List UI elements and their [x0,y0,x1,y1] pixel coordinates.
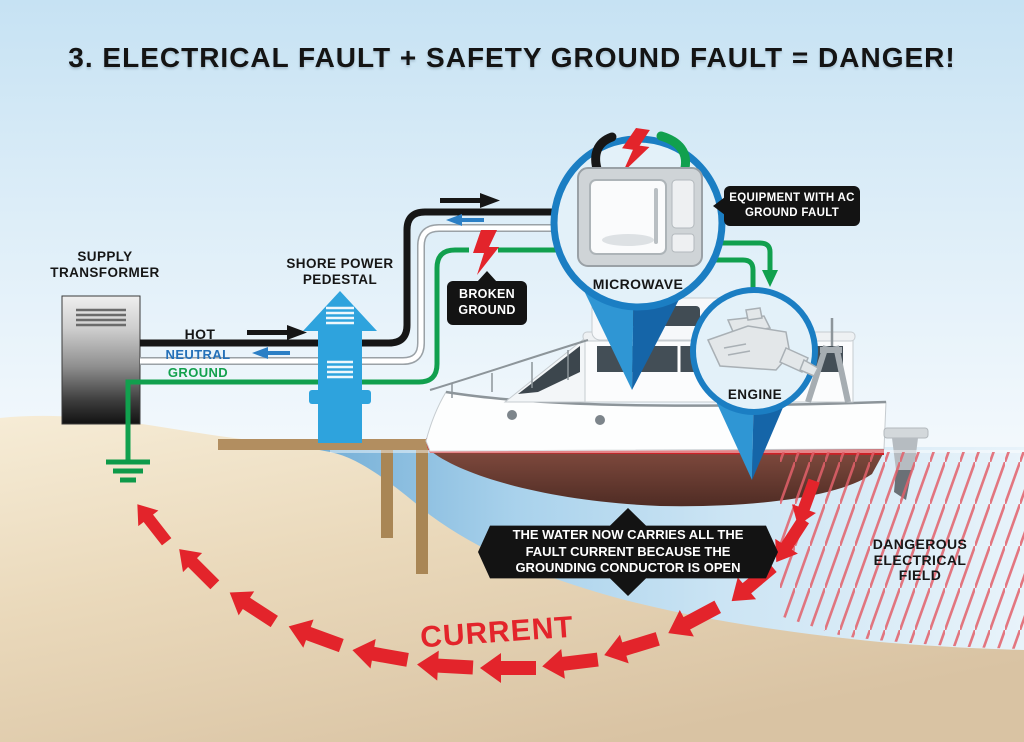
diagram-title: 3. ELECTRICAL FAULT + SAFETY GROUND FAUL… [68,42,956,73]
current-arrow-icon [480,653,536,683]
waterline-glint [330,450,1024,453]
microwave-fault-bolt-icon [622,128,650,173]
wire-label-ground: GROUND [167,365,229,380]
boat-sheer-line [445,390,887,407]
engine-ground-wires [710,240,773,292]
wire-label-hot: HOT [184,326,216,342]
dangerous-field-label: DANGEROUS ELECTRICAL FIELD [872,536,968,584]
boat-bow-rail [429,339,589,391]
hot-flow-arrow [247,325,307,340]
ground-wire [125,247,469,463]
current-arrow-icon [179,549,220,590]
dock-piling [416,450,428,574]
current-arrow-icon [288,619,344,653]
boat-radar-arch [805,345,851,403]
dock [218,439,444,574]
ground-flow-arrowhead [762,270,778,287]
current-arrow-icon [791,478,820,526]
dock-plank [218,439,444,450]
boat-windshield-glass [518,346,580,394]
current-arrow-icon [352,639,409,669]
neutral-flow-arrow [446,214,484,226]
porthole [595,415,605,425]
porthole [507,410,517,420]
neutral-flow-arrow [252,347,290,359]
current-arrow-icon [668,600,722,637]
wire-runs [125,208,562,463]
engine-icon [706,307,819,377]
microwave-icon [577,128,703,267]
current-arrow-icon [775,516,810,563]
seabed-sand [0,415,1024,742]
hot-flow-arrow [440,193,500,208]
engine-pin [690,287,819,480]
microwave-pin [550,128,726,390]
boat-underwater-hull [432,452,884,507]
shore-power-pedestal [303,291,377,443]
dock-piling [381,450,393,538]
current-arrow-icon [137,504,172,546]
current-arrow-icon [542,648,599,679]
current-arrow-icon [417,650,474,681]
wire-label-neutral: NEUTRAL [165,347,231,362]
ground-rod-icon [106,459,150,483]
broken-ground-callout: BROKEN GROUND [447,271,527,325]
current-arrow-icon [229,591,278,628]
broken-ground-bolt-icon [473,230,499,275]
hot-wire [140,208,562,347]
current-arrow-icon [604,632,660,664]
dangerous-field-hatch [780,452,1024,649]
equipment-fault-callout: EQUIPMENT WITH AC GROUND FAULT [713,186,860,226]
boat-swim-platform [883,427,929,439]
engine-label: ENGINE [727,387,783,402]
supply-transformer-label: SUPPLY TRANSFORMER [50,249,160,280]
shore-power-pedestal-label: SHORE POWER PEDESTAL [286,256,394,287]
microwave-label: MICROWAVE [592,276,684,292]
neutral-wire [140,225,562,364]
